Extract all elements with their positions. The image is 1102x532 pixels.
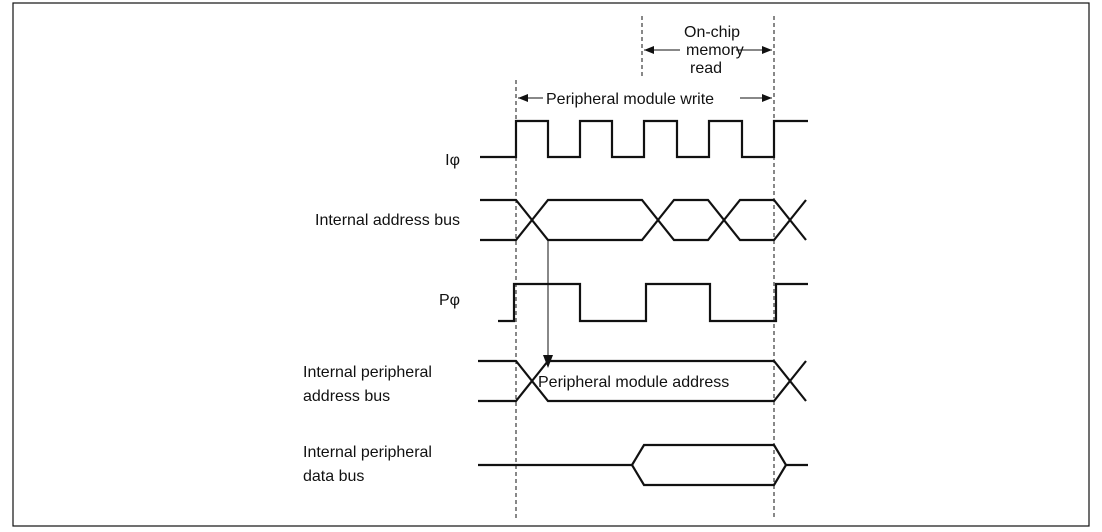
write-left-arrow — [518, 94, 543, 102]
onchip-left-arrow — [644, 46, 680, 54]
signal-label-iphi: Iφ — [445, 152, 460, 169]
periph-data-bus-waveform — [478, 443, 808, 487]
signal-label-internal-address-bus: Internal address bus — [315, 212, 460, 229]
onchip-label-line2: memory — [686, 42, 744, 59]
periph-address-bus-waveform — [478, 359, 807, 403]
iphi-waveform — [480, 119, 808, 159]
signal-label-pphi: Pφ — [439, 292, 460, 309]
onchip-label-line3: read — [690, 60, 722, 77]
onchip-label-line1: On-chip — [684, 24, 740, 41]
periph-address-bus-value: Peripheral module address — [538, 374, 729, 391]
onchip-right-arrow — [736, 46, 772, 54]
signal-label-periph-address-line2: address bus — [303, 388, 390, 405]
signal-label-periph-address-line1: Internal peripheral — [303, 364, 432, 381]
address-transfer-arrow — [543, 240, 553, 368]
write-right-arrow — [740, 94, 772, 102]
peripheral-write-label: Peripheral module write — [546, 91, 714, 108]
internal-address-bus-waveform — [480, 198, 807, 242]
signal-label-periph-data-line1: Internal peripheral — [303, 444, 432, 461]
pphi-waveform — [498, 282, 808, 323]
diagram-frame — [12, 2, 1090, 527]
signal-label-periph-data-line2: data bus — [303, 468, 364, 485]
